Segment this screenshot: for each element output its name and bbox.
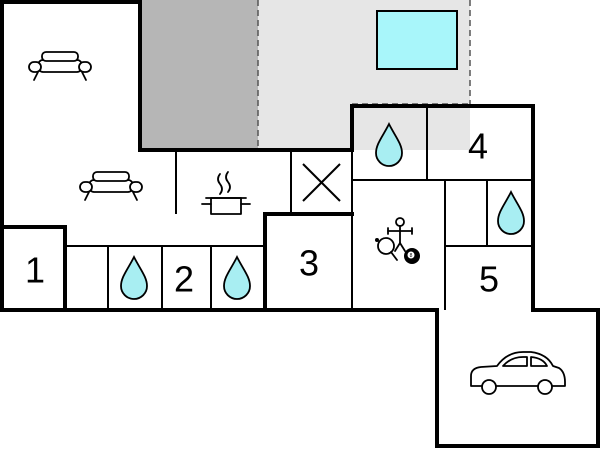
sofa-icon [79, 171, 143, 201]
room-number: 2 [174, 259, 194, 300]
room-number: 4 [468, 126, 488, 167]
terrace-dashed-outline [257, 0, 471, 150]
pool [376, 10, 458, 70]
room-number: 5 [479, 259, 499, 300]
ping-pong-icon [375, 237, 398, 261]
sofa-icon [28, 51, 92, 81]
billiard-ball-icon: 8 [404, 248, 420, 264]
room-number: 1 [25, 250, 45, 291]
cooking-pot-icon [201, 171, 251, 215]
water-drop-icon [375, 121, 403, 167]
terrace-dark [140, 0, 258, 150]
water-drop-icon [497, 189, 525, 235]
void-cross-icon [302, 163, 341, 202]
water-drop-icon [223, 254, 251, 300]
table-football-icon [387, 217, 413, 252]
car-icon [470, 351, 566, 395]
interior-walls [0, 106, 533, 312]
water-drop-icon [120, 254, 148, 300]
svg-text:8: 8 [410, 253, 413, 259]
room-number: 3 [299, 243, 319, 284]
